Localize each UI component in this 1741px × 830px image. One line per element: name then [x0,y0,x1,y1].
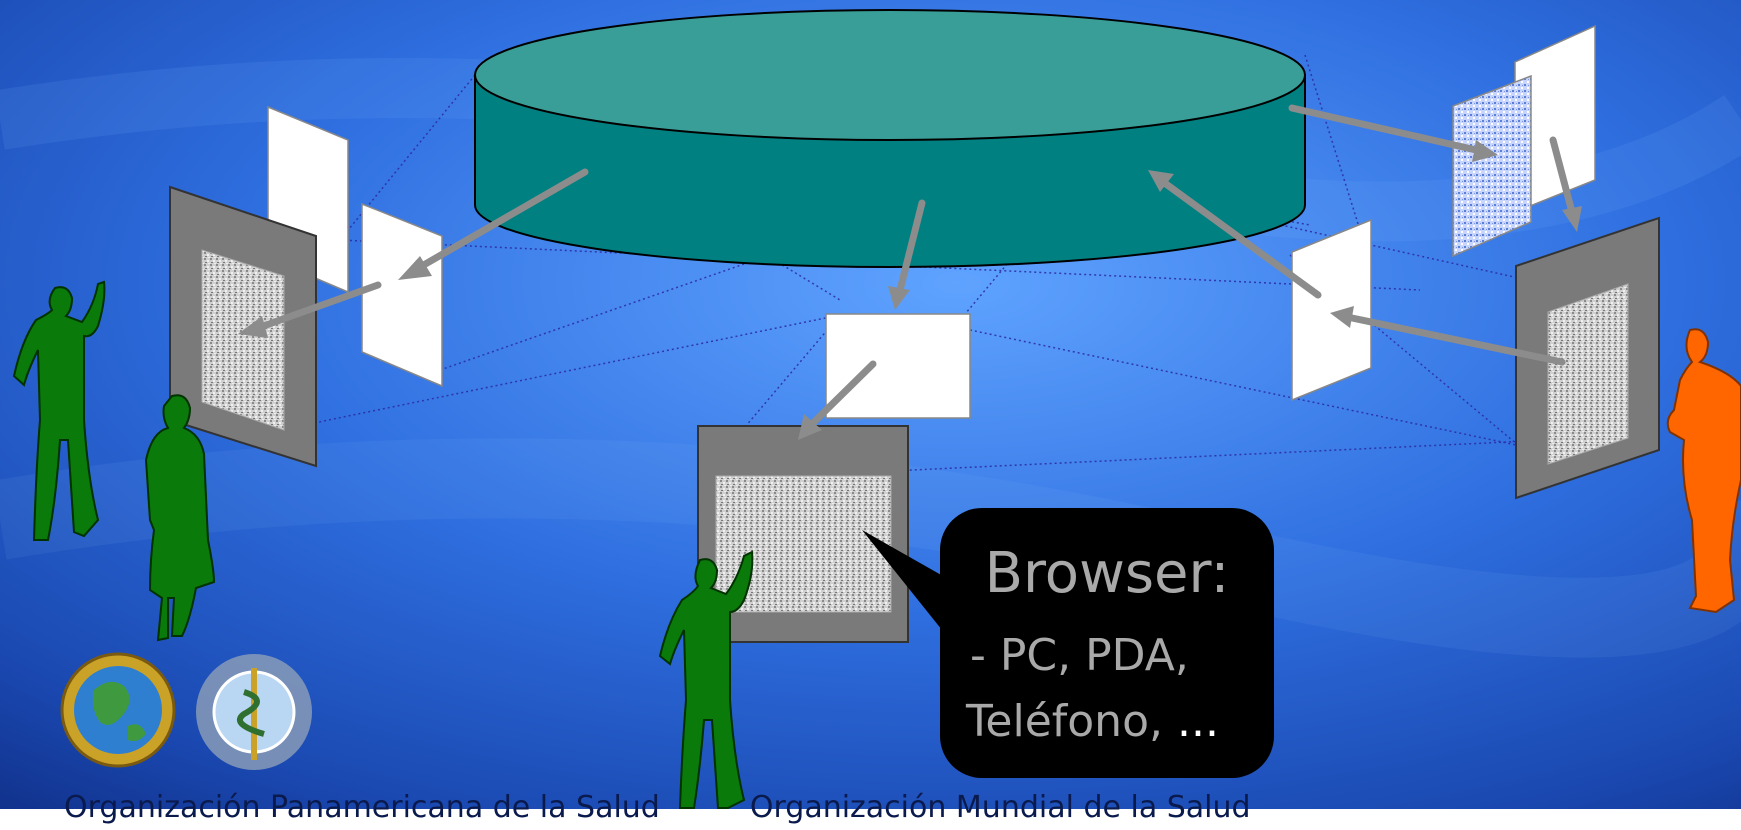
screen-frame-icon [697,425,909,643]
who-emblem-logo-icon [196,654,312,770]
person-icon [658,550,754,809]
footer-organizations: Organización Panamericana de la Salud Org… [64,790,1741,830]
person-icon [1666,328,1741,614]
document-page-icon [825,313,971,419]
database-cylinder-icon [474,9,1306,268]
callout-tail [862,530,950,640]
footer-who: Organización Mundial de la Salud [749,790,1251,825]
callout-line-2-text: Teléfono, [966,696,1177,747]
document-page-icon [1291,218,1372,402]
paho-globe-logo-icon [60,652,176,768]
callout-title: Browser: [984,541,1230,606]
browser-callout: Browser: - PC, PDA, Teléfono, ... [940,508,1274,778]
footer-paho: Organización Panamericana de la Salud [64,790,660,825]
callout-ellipsis: ... [1176,696,1219,747]
document-page-icon [361,202,443,388]
person-icon [12,280,106,541]
callout-line-1: - PC, PDA, [970,630,1189,681]
distributed-system-diagram [12,9,1741,809]
person-icon [144,394,216,642]
document-page-icon [1452,74,1532,258]
arrows [238,104,1582,440]
callout-line-2: Teléfono, ... [966,696,1219,748]
screen-frame-icon [1515,216,1660,500]
screen-frame-icon [169,185,317,468]
